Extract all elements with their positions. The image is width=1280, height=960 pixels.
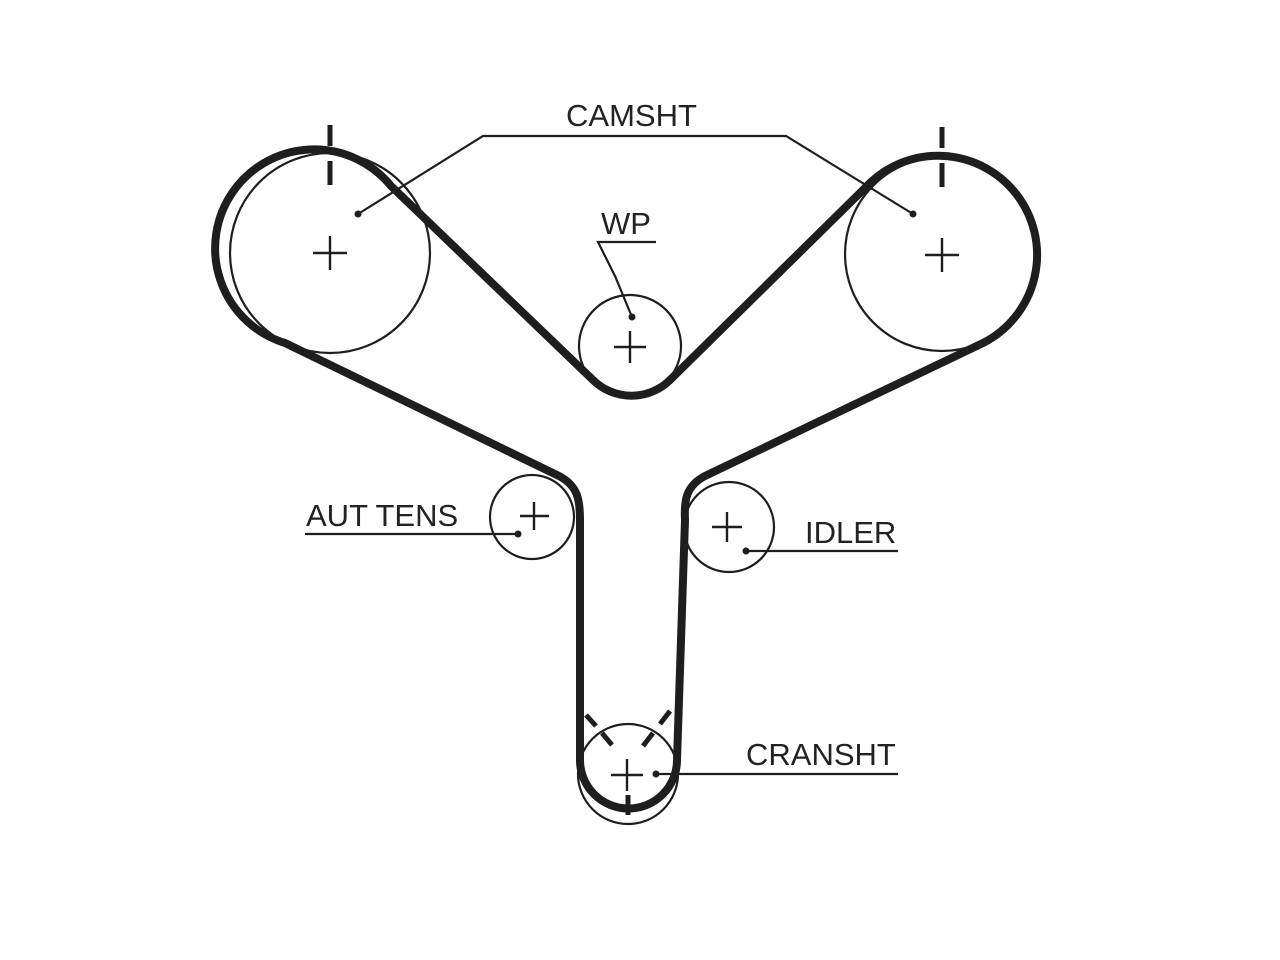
right-camshaft-pulley [843,127,1041,353]
camshaft-label: CAMSHT [566,98,697,133]
left-camshaft-center-icon [313,236,347,270]
idler-pulley [682,480,776,574]
water-pump-leader [596,240,656,318]
water-pump-circle [577,293,683,399]
idler-circle [682,480,776,574]
crankshaft-dot [652,770,660,778]
idler-dot [742,547,750,555]
right-camshaft-circle [843,155,1041,353]
right-camshaft-center-icon [925,238,959,272]
crankshaft-label: CRANSHT [746,737,896,772]
water-pump-center-icon [614,331,646,363]
auto-tensioner-dot [514,530,522,538]
camshaft-right-dot [909,210,917,218]
auto-tensioner-label: AUT TENS [306,498,458,533]
leader-lines [305,134,917,778]
camshaft-left-dot [354,210,362,218]
left-camshaft-pulley [228,125,432,355]
idler-center-icon [712,512,742,542]
water-pump-label: WP [601,206,651,241]
auto-tensioner-pulley [488,473,576,561]
left-camshaft-circle [228,151,432,355]
camshaft-leader [357,134,914,215]
belt-path [211,145,1042,813]
auto-tensioner-center-icon [520,502,549,530]
crankshaft-pulley [576,709,680,826]
timing-belt [211,145,1042,813]
water-pump-pulley [577,293,683,399]
crankshaft-timing-marks [584,709,672,815]
auto-tensioner-circle [488,473,576,561]
idler-label: IDLER [805,515,896,550]
crankshaft-center-icon [611,759,643,791]
water-pump-dot [628,313,636,321]
